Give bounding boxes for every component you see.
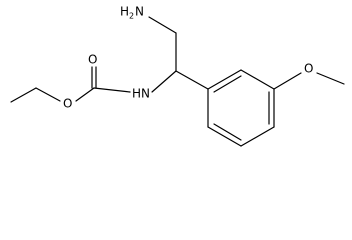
bonds — [10, 16, 345, 147]
bond-ring-o-methoxy — [273, 72, 302, 90]
bond-nh-ch — [151, 70, 177, 93]
ring-bond-2 — [240, 69, 275, 90]
chemical-structure: H 2 N O O HN O — [10, 5, 345, 147]
atom-labels: H 2 N O O HN O — [63, 5, 313, 111]
amine-h-label: H — [120, 5, 129, 19]
bond-ch2-o-ester — [35, 87, 61, 102]
bond-c-nh — [93, 87, 131, 93]
bond-o-ch3-methoxy — [316, 72, 345, 85]
amine-h-subscript: 2 — [129, 12, 134, 21]
ring-inner-3 — [213, 123, 242, 141]
carbonyl-o-label: O — [88, 53, 97, 67]
ester-o-label: O — [63, 97, 72, 111]
carbamate-nh-label: HN — [132, 87, 150, 101]
ring-bond-1 — [207, 69, 242, 90]
ring-bond-5 — [207, 126, 242, 147]
bond-o-ester-c — [75, 87, 95, 102]
ring-bond-4 — [240, 126, 275, 147]
bond-ch3-ch2 — [10, 87, 37, 103]
bond-ch-ring — [175, 70, 209, 90]
methoxy-o-label: O — [304, 62, 313, 76]
ring-inner-1 — [213, 75, 242, 93]
bond-ch2-nh2 — [148, 16, 177, 34]
amine-n-label: N — [135, 5, 144, 19]
